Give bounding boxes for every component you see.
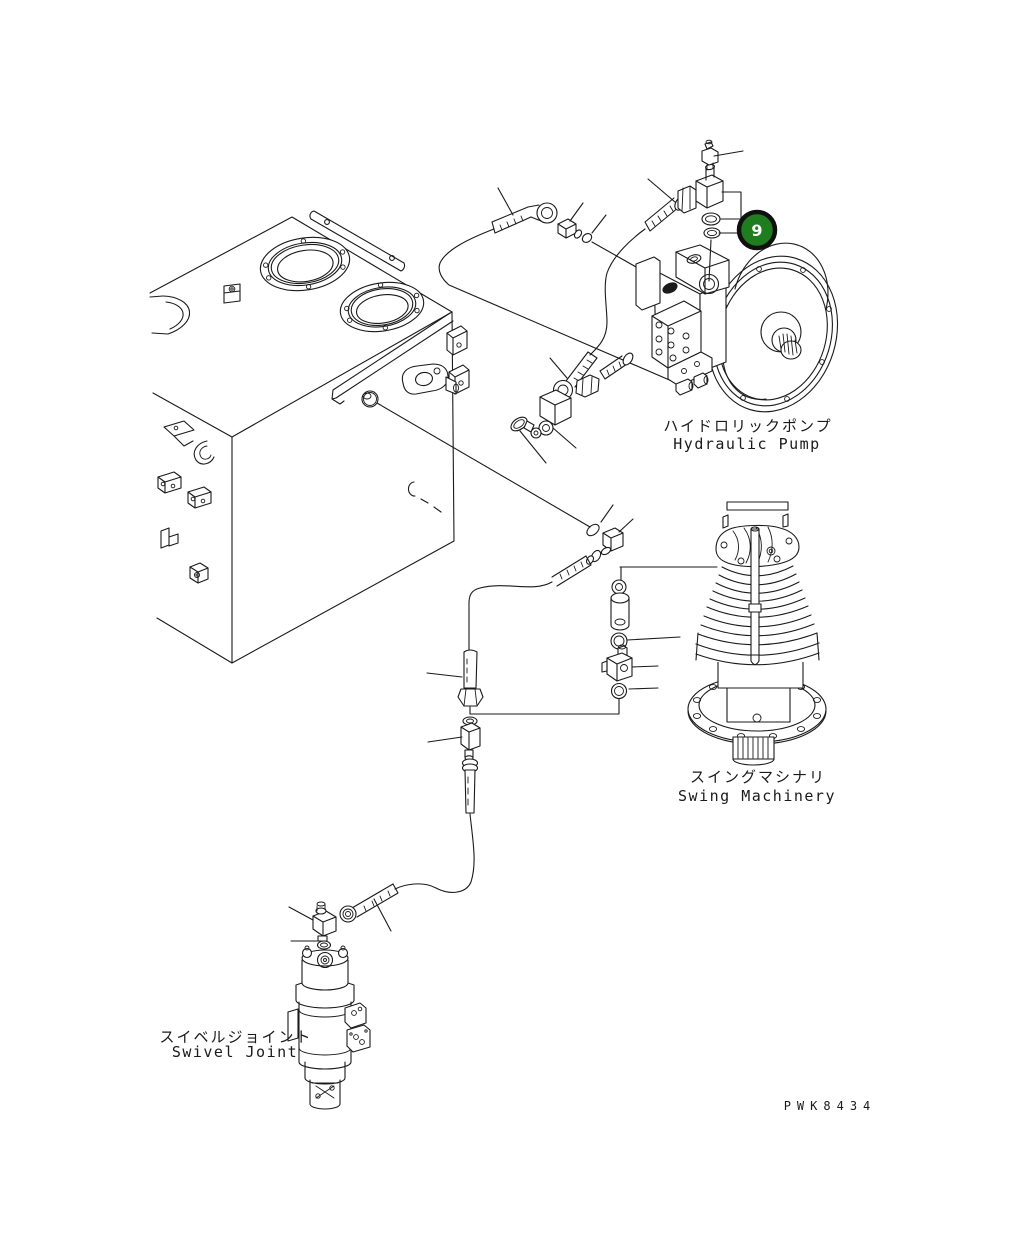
swing-output-shaft [732,736,775,766]
tank-opening-flange [339,281,425,333]
swivel-joint-drawing [287,945,371,1110]
swivel-joint-label-en: Swivel Joint [172,1043,298,1061]
leader-lines [288,150,744,942]
elbow-fitting [312,910,337,937]
callout-circle[interactable] [736,209,778,251]
washer [611,579,627,595]
tank-opening-flange [259,236,351,292]
port-parts-column [601,566,633,700]
o-ring [703,227,721,239]
swing-machinery-label-en: Swing Machinery [678,787,836,805]
pump-top-elbow-fitting [677,139,724,214]
pump-body [635,244,730,396]
swing-machinery-label-jp: スイングマシナリ [690,768,826,786]
tank-top-bar [309,210,406,272]
o-ring [701,212,721,226]
tank-side-rail [331,312,470,405]
swivel-joint-label-jp: スイベルジョイント [159,1028,312,1046]
tank-opening-partial [149,295,191,335]
hydraulic-pump-drawing [635,139,839,413]
swing-flange [687,675,827,745]
o-ring [586,523,600,537]
component-labels: ハイドロリックポンプ Hydraulic Pump スイングマシナリ Swing… [159,417,836,1061]
callout-balloon-9[interactable]: 9 [736,209,778,251]
hydraulic-tank-drawing [149,210,470,664]
pump-flywheel-housing [707,242,839,413]
tank-clamp-blocks [157,420,215,584]
callout-bracket [718,191,742,237]
drawing-number: PWK8434 [784,1099,877,1113]
junction-fitting-assembly [510,374,600,439]
o-ring [316,940,332,950]
hydraulic-pump-label-jp: ハイドロリックポンプ [663,417,832,435]
swing-top-plate [722,501,789,529]
o-ring [581,233,593,243]
tank-port-boss [361,390,379,408]
swing-center-bolt [748,526,762,666]
small-connector-and-oring [557,218,653,277]
valve-fitting [606,652,633,682]
tank-lug-bracket [401,363,459,395]
fitting-column [394,649,620,893]
o-ring [610,682,628,700]
tank-top-fitting [223,283,241,304]
hidden-line-symbol [407,481,442,513]
hose-to-swing-elbow [468,523,624,652]
swing-machinery-drawing [687,501,827,766]
hose-tank-to-pump [438,202,689,389]
hydraulic-pump-label-en: Hydraulic Pump [673,435,820,453]
o-ring [510,416,528,432]
hose-to-swivel [312,883,399,957]
callout-number: 9 [751,221,762,240]
